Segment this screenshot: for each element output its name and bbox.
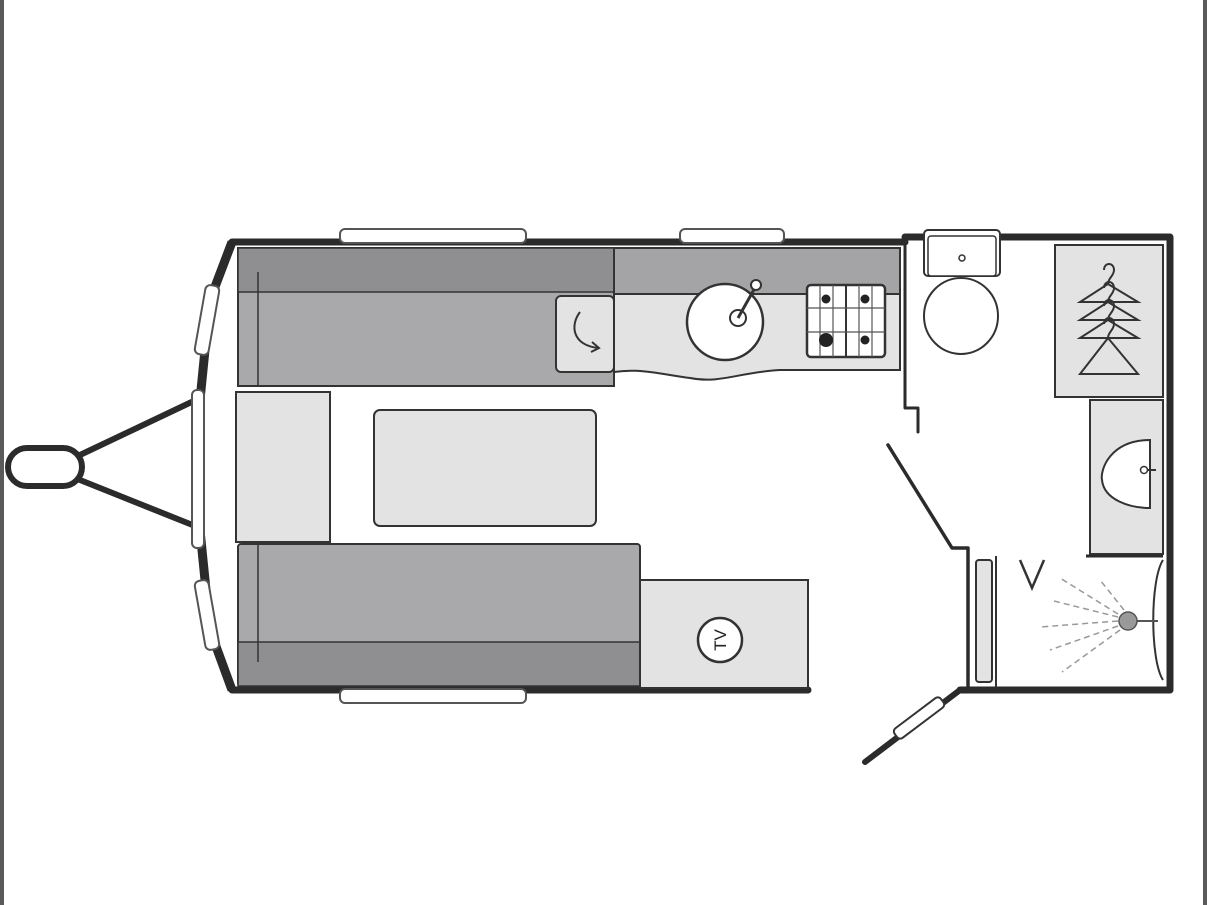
- side-window-lounge-bottom: [339, 688, 527, 704]
- tow-hitch: [5, 395, 203, 531]
- frame-right-border: [1203, 0, 1207, 905]
- basin-icon: [1100, 438, 1151, 510]
- toilet-icon: [923, 229, 1001, 355]
- front-window-center: [191, 389, 205, 549]
- entrance-door: [862, 687, 963, 765]
- washroom-outer-wall: [901, 233, 1174, 694]
- kitchen-counter: [613, 247, 901, 381]
- side-window-lounge-top: [339, 228, 527, 244]
- tv-icon: [696, 616, 744, 664]
- hitch-coupling: [5, 445, 85, 489]
- front-window-top: [193, 284, 221, 356]
- fridge-unit: [555, 295, 615, 373]
- sofa-bottom: [237, 543, 641, 687]
- shower-area: [975, 556, 1164, 688]
- front-seat-cushion: [235, 391, 331, 543]
- front-window-bottom: [193, 579, 221, 651]
- washroom-wall-upper: [903, 240, 920, 434]
- sofa-top: [237, 247, 615, 387]
- washroom-door-wall: [886, 443, 970, 692]
- wardrobe-hanger-icon: [1076, 263, 1142, 375]
- front-nose: [191, 240, 237, 692]
- sink-icon: [685, 279, 765, 362]
- wardrobe-unit: [1054, 244, 1164, 398]
- basin-unit: [1089, 399, 1164, 555]
- lounge-table: [373, 409, 597, 527]
- fridge-icon: [573, 311, 599, 349]
- frame-left-border: [0, 0, 4, 905]
- hob-icon: [805, 283, 887, 359]
- tv-unit: TV: [639, 579, 809, 689]
- tv-label: TV: [711, 628, 730, 650]
- shower-door-panel: [975, 559, 993, 683]
- shower-icon: [1039, 577, 1158, 673]
- side-window-kitchen: [679, 228, 785, 244]
